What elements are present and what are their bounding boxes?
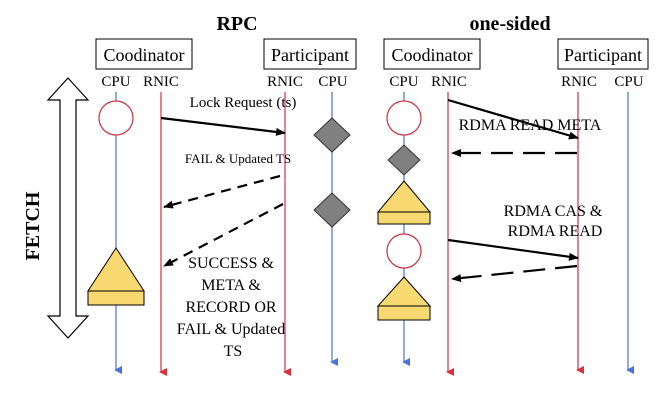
rpc-lock-circle <box>98 100 134 136</box>
rpc-fail-label: FAIL & Updated TS <box>185 151 291 166</box>
os-read-meta-arrow <box>447 98 579 140</box>
rpc-success-line-3: RECORD OR <box>185 299 276 316</box>
os-diamond <box>387 144 421 176</box>
rpc-participant-label: Participant <box>271 45 349 65</box>
rpc-lock-request-label: Lock Request (ts) <box>190 95 297 111</box>
rpc-diamond-1 <box>313 117 351 153</box>
fetch-label: FETCH <box>22 191 44 260</box>
os-coord-rnic-label: RNIC <box>431 74 467 90</box>
rpc-coord-cpu-label: CPU <box>101 74 130 90</box>
one-sided-title: one-sided <box>469 13 550 35</box>
rpc-participant-box <box>263 38 357 70</box>
rpc-fail-arrow <box>163 174 281 209</box>
rpc-lock-request-arrow <box>160 116 286 136</box>
rpc-part-rnic-label: RNIC <box>267 74 303 90</box>
os-coordinator-label: Coodinator <box>392 45 473 65</box>
rpc-success-line-2: META & <box>201 277 261 294</box>
rpc-coordinator-label: Coodinator <box>104 45 185 65</box>
os-lock-circle-1 <box>386 100 422 136</box>
rpc-title: RPC <box>216 13 257 35</box>
os-participant-box <box>557 38 649 70</box>
os-part-rnic-label: RNIC <box>561 74 597 90</box>
os-coordinator-box <box>383 38 481 70</box>
rpc-success-arrow <box>163 203 284 267</box>
rpc-coord-rnic-label: RNIC <box>143 74 179 90</box>
os-coord-cpu-label: CPU <box>389 74 418 90</box>
rpc-success-line-1: SUCCESS & <box>188 255 274 272</box>
os-part-cpu-label: CPU <box>614 74 643 90</box>
os-lock-circle-2 <box>386 233 422 269</box>
rpc-part-cpu-label: CPU <box>318 74 347 90</box>
os-cas-read-label: RDMA CAS & RDMA READ <box>504 203 607 240</box>
rpc-cpu-triangle-block <box>87 247 145 306</box>
os-cas-read-return-arrow <box>451 264 578 283</box>
rpc-diamond-2 <box>313 192 351 228</box>
os-read-meta-label: RDMA READ META <box>459 117 602 134</box>
rpc-success-line-4: FAIL & Updated <box>177 321 285 338</box>
os-cpu-triangle-block-1 <box>376 180 432 225</box>
os-cas-line-2: RDMA READ <box>508 223 603 240</box>
rpc-success-line-5: TS <box>224 343 243 360</box>
rpc-coordinator-box <box>95 38 193 70</box>
fetch-double-arrow <box>46 77 90 339</box>
os-cas-read-arrow <box>447 238 579 261</box>
os-cas-line-1: RDMA CAS & <box>504 203 603 220</box>
os-cpu-triangle-block-2 <box>376 276 432 321</box>
rpc-success-label: SUCCESS & META & RECORD OR FAIL & Update… <box>177 255 289 360</box>
os-participant-label: Participant <box>564 45 642 65</box>
